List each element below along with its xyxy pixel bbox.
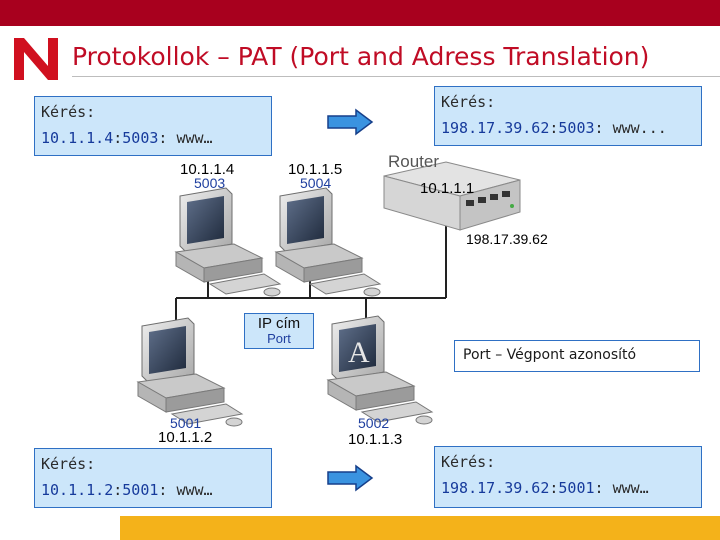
request-host: www…: [176, 129, 213, 147]
request-port: 5001: [122, 481, 159, 499]
router-inside-ip: 10.1.1.1: [420, 180, 474, 197]
page-title: Protokollok – PAT (Port and Adress Trans…: [72, 42, 650, 71]
request-host: www…: [612, 479, 649, 497]
computer-icon: [275, 187, 381, 297]
request-host: www…: [176, 481, 213, 499]
request-box-bottom-right: Kérés: 198.17.39.62:5001: www…: [434, 446, 702, 508]
pc4-port: 5002: [358, 415, 389, 431]
svg-text:A: A: [348, 336, 370, 369]
header-divider: [0, 26, 720, 32]
request-label: Kérés:: [41, 103, 96, 121]
pc2-ip: 10.1.1.5: [288, 161, 342, 178]
request-box-top-left: Kérés: 10.1.1.4:5003: www…: [34, 96, 272, 156]
request-label: Kérés:: [441, 453, 496, 471]
request-ip: 10.1.1.4: [41, 129, 114, 147]
header-bar: [0, 0, 720, 26]
router-outside-ip: 198.17.39.62: [466, 231, 548, 247]
legend-box: IP cím Port: [244, 313, 314, 349]
router-label: Router: [388, 152, 439, 171]
computer-icon: [175, 187, 281, 297]
computer-icon: [137, 317, 243, 427]
pc2-port: 5004: [300, 175, 331, 191]
pc3-ip: 10.1.1.2: [158, 429, 212, 446]
request-box-bottom-left: Kérés: 10.1.1.2:5001: www…: [34, 448, 272, 508]
request-label: Kérés:: [41, 455, 96, 473]
pc4-ip: 10.1.1.3: [348, 431, 402, 448]
port-note: Port – Végpont azonosító: [454, 340, 700, 372]
request-port: 5003: [122, 129, 159, 147]
request-port: 5001: [558, 479, 595, 497]
request-host: www...: [612, 119, 667, 137]
request-ip: 10.1.1.2: [41, 481, 114, 499]
legend-ip: IP cím: [257, 315, 301, 332]
request-label: Kérés:: [441, 93, 496, 111]
arrow-right-icon: [327, 108, 374, 136]
title-rule: [72, 76, 720, 77]
arrow-right-icon: [327, 464, 374, 492]
router-icon: [383, 161, 521, 231]
request-port: 5003: [558, 119, 595, 137]
footer-bar: [120, 516, 720, 540]
request-box-top-right: Kérés: 198.17.39.62:5003: www...: [434, 86, 702, 146]
legend-port: Port: [267, 331, 291, 346]
logo-n: [14, 38, 58, 80]
request-ip: 198.17.39.62: [441, 119, 550, 137]
pc3-port: 5001: [170, 415, 201, 431]
request-ip: 198.17.39.62: [441, 479, 550, 497]
pc1-port: 5003: [194, 175, 225, 191]
pc1-ip: 10.1.1.4: [180, 161, 234, 178]
computer-icon: [327, 315, 433, 425]
